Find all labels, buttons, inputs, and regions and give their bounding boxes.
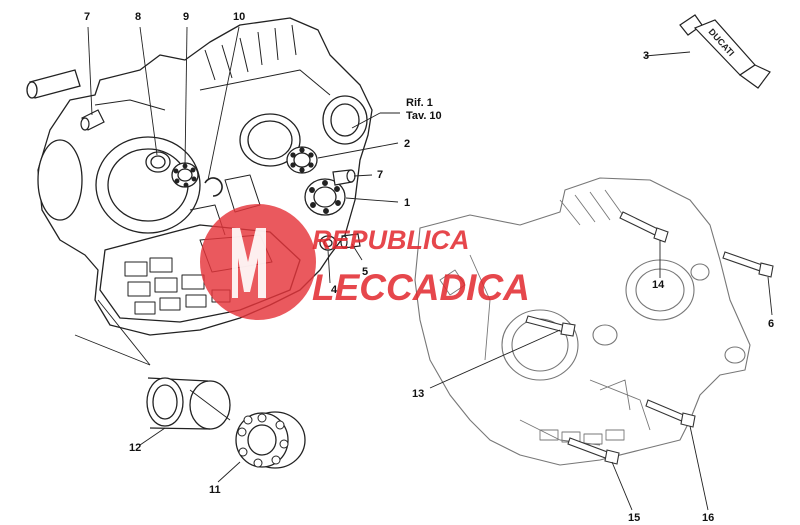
reference-note-line1: Rif. 1 [406, 97, 433, 109]
stud-7-left [80, 109, 105, 131]
callout-16: 16 [702, 512, 715, 524]
callout-11: 11 [209, 484, 221, 496]
plug-5 [340, 233, 361, 249]
reference-note-line2: Tav. 10 [406, 110, 442, 122]
callout-5: 5 [362, 266, 369, 278]
reference-note: Rif. 1 Tav. 10 [406, 97, 442, 123]
leader-lines [74, 26, 773, 511]
sealant-tube-3: DUCATI [679, 14, 771, 89]
callout-3: 3 [643, 50, 650, 62]
seal-4 [319, 235, 337, 251]
callout-1: 1 [404, 197, 411, 209]
callout-10: 10 [233, 11, 246, 23]
right-crankcase-half [414, 177, 751, 466]
screw-16 [645, 399, 696, 428]
callout-7-right: 7 [377, 169, 384, 181]
callout-9: 9 [183, 11, 190, 23]
callout-12: 12 [129, 442, 142, 454]
left-shaft-stub [26, 69, 81, 99]
callout-4: 4 [331, 284, 338, 296]
bearing-1 [304, 178, 346, 216]
screw-14 [619, 211, 669, 243]
bearing-2 [286, 146, 318, 174]
callout-6: 6 [768, 318, 775, 330]
watermark-text-line2: LECCADICA [312, 267, 530, 308]
screw-15 [567, 437, 620, 465]
callout-8: 8 [135, 11, 142, 23]
bearing-8 [145, 151, 171, 173]
callout-7-top-left: 7 [84, 11, 91, 23]
callout-14: 14 [652, 279, 665, 291]
bearing-9 [171, 162, 199, 188]
callout-13: 13 [412, 388, 425, 400]
bearing-11 [235, 411, 306, 469]
bushing-12 [146, 377, 231, 430]
screw-6 [722, 251, 774, 278]
screw-13 [525, 315, 576, 337]
watermark-text-line1: REPUBLICA [312, 225, 470, 255]
watermark-logo [200, 204, 316, 320]
callout-15: 15 [628, 512, 641, 524]
callout-2: 2 [404, 138, 411, 150]
